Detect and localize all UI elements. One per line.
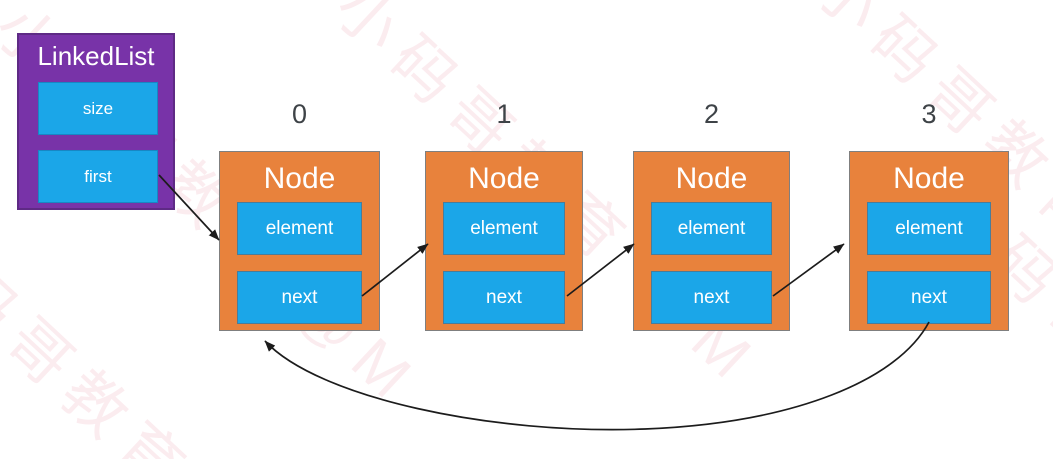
node-title: Node [263, 162, 336, 195]
index-label-2: 2 [703, 99, 720, 129]
node-3: Node element next [849, 151, 1009, 331]
index-label-3: 3 [921, 99, 937, 129]
node-title: Node [675, 162, 748, 195]
node-next-field: next [867, 271, 991, 324]
linkedlist-first-field: first [38, 150, 158, 203]
linkedlist-title: LinkedList [37, 41, 155, 71]
index-label-1: 1 [496, 99, 512, 129]
index-label-0: 0 [291, 99, 308, 129]
node-element-field: element [651, 202, 772, 255]
node-element-field: element [237, 202, 362, 255]
linkedlist-box: LinkedList size first [17, 33, 175, 210]
node-1: Node element next [425, 151, 583, 331]
node-title: Node [468, 162, 540, 195]
node-element-field: element [443, 202, 565, 255]
node-title: Node [893, 162, 965, 195]
node-next-field: next [237, 271, 362, 324]
node-0: Node element next [219, 151, 380, 331]
node-element-field: element [867, 202, 991, 255]
node-next-field: next [443, 271, 565, 324]
arrow-node3-next-to-node0 [264, 321, 930, 431]
linkedlist-size-field: size [38, 82, 158, 135]
node-next-field: next [651, 271, 772, 324]
node-2: Node element next [633, 151, 790, 331]
